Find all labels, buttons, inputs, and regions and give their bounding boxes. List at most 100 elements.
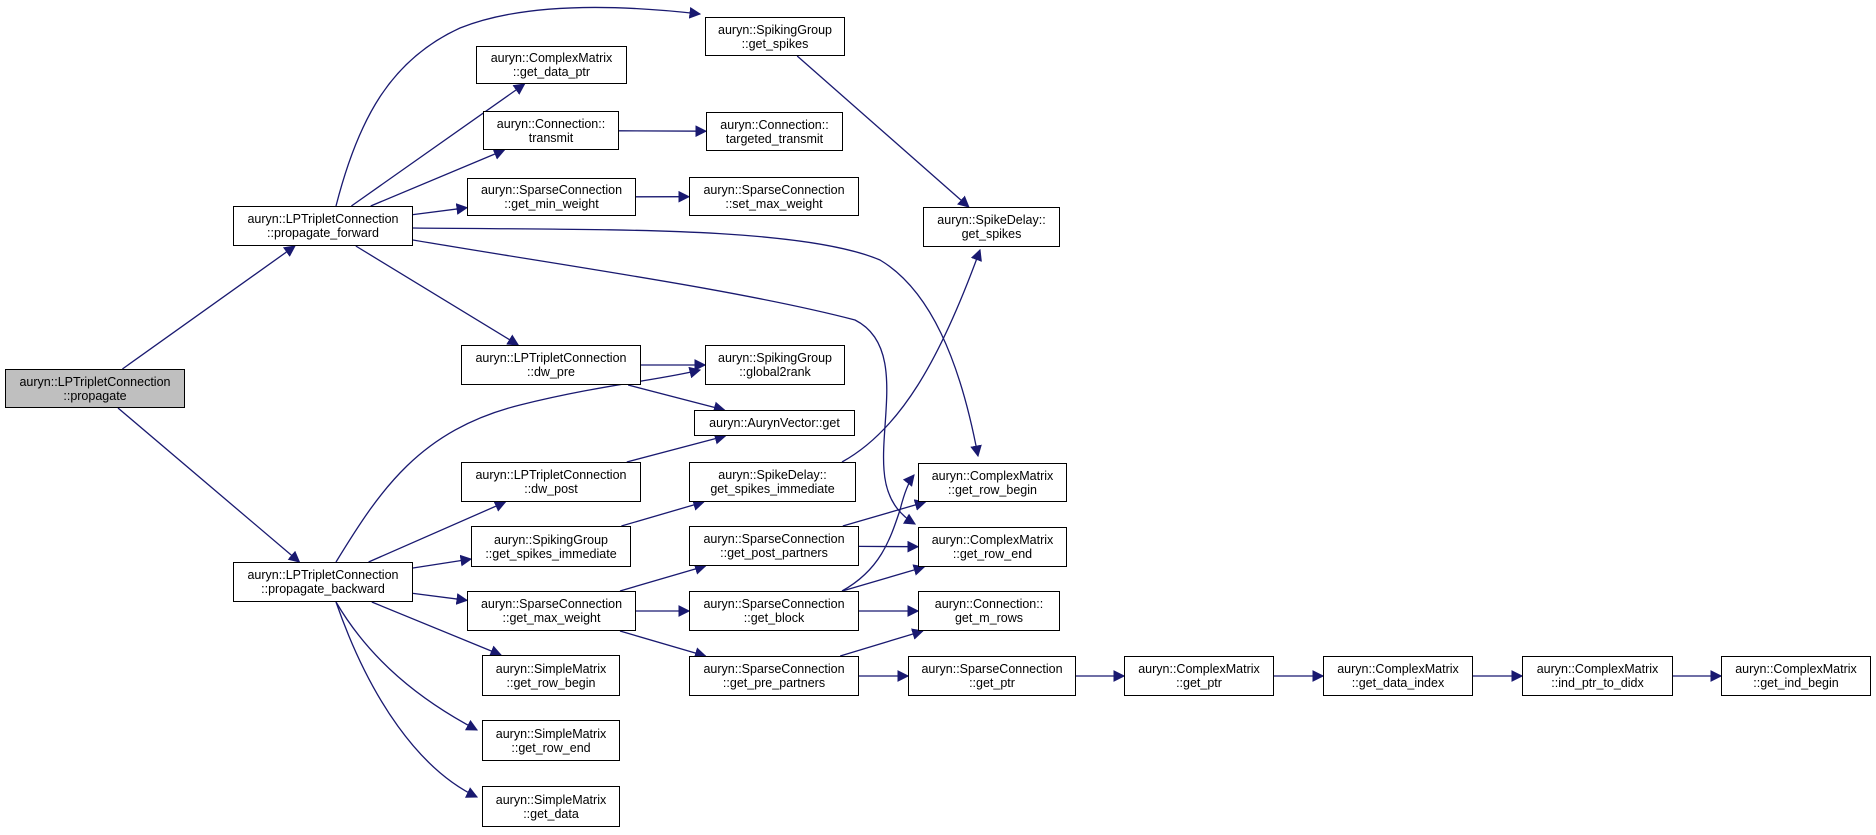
node-label-line: ::get_data_ptr <box>512 65 591 79</box>
node-sc-get-min-weight[interactable]: auryn::SparseConnection::get_min_weight <box>467 178 636 216</box>
node-label-line: auryn::LPTripletConnection <box>19 374 171 389</box>
node-lp-dw-pre[interactable]: auryn::LPTripletConnection::dw_pre <box>461 345 641 385</box>
node-cm-get-ptr[interactable]: auryn::ComplexMatrix::get_ptr <box>1124 656 1274 696</box>
node-propagate: auryn::LPTripletConnection::propagate <box>5 369 185 408</box>
node-label-line: auryn::SpikeDelay:: <box>937 213 1046 227</box>
node-label-line: auryn::SparseConnection <box>480 183 623 197</box>
node-label-line: get_spikes_immediate <box>710 482 835 496</box>
node-label-line: auryn::Connection:: <box>496 116 606 131</box>
edge-propagate-to-propagate_backward <box>117 407 301 563</box>
node-cm-get-row-begin[interactable]: auryn::ComplexMatrix::get_row_begin <box>918 463 1067 502</box>
node-sc-get-ptr[interactable]: auryn::SparseConnection::get_ptr <box>908 656 1076 696</box>
node-label-line: ::ind_ptr_to_didx <box>1551 676 1644 690</box>
node-label-line: auryn::ComplexMatrix <box>1536 662 1659 676</box>
node-label-line: auryn::SpikingGroup <box>718 351 832 365</box>
node-label-line: ::get_data <box>523 806 579 821</box>
node-conn-get-m-rows[interactable]: auryn::Connection::get_m_rows <box>918 591 1060 631</box>
node-propagate-backward[interactable]: auryn::LPTripletConnection::propagate_ba… <box>233 562 413 602</box>
node-label-line: ::get_row_begin <box>506 675 596 690</box>
node-label-line: auryn::AurynVector::get <box>709 416 840 430</box>
node-sm-get-data[interactable]: auryn::SimpleMatrix::get_data <box>482 786 620 827</box>
edge-propagate_forward-to-sc_get_min_weight <box>412 203 469 216</box>
node-label-line: ::set_max_weight <box>725 196 823 211</box>
node-label-line: ::get_row_begin <box>948 482 1037 497</box>
node-label-line: auryn::ComplexMatrix <box>1138 662 1260 676</box>
node-av-get[interactable]: auryn::AurynVector::get <box>694 410 855 436</box>
edge-sg_get_spikes-to-sd_get_spikes <box>796 55 970 208</box>
edge-sc_get_block-to-cm_get_row_begin <box>841 474 915 592</box>
node-label-line: auryn::SparseConnection <box>703 182 845 197</box>
node-label-line: transmit <box>528 130 574 145</box>
node-label-line: ::get_post_partners <box>720 546 828 560</box>
edge-sd_get_spikes_immediate-to-sd_get_spikes <box>841 248 982 463</box>
node-propagate-forward[interactable]: auryn::LPTripletConnection::propagate_fo… <box>233 206 413 246</box>
edge-sc_get_max_weight-to-sc_get_pre_partners <box>619 630 707 659</box>
node-sg-get-spikes[interactable]: auryn::SpikingGroup::get_spikes <box>705 17 845 56</box>
node-label-line: auryn::ComplexMatrix <box>931 468 1054 483</box>
edge-sc_get_block-to-cm_get_row_end <box>842 564 926 592</box>
node-label-line: ::get_min_weight <box>504 197 599 211</box>
node-label-line: auryn::ComplexMatrix <box>931 533 1054 547</box>
edge-propagate_backward-to-sm_get_row_begin <box>371 601 503 657</box>
node-label-line: auryn::SpikingGroup <box>718 22 832 37</box>
node-label-line: ::dw_pre <box>527 365 575 379</box>
node-cm-get-row-end[interactable]: auryn::ComplexMatrix::get_row_end <box>918 527 1067 567</box>
edge-lp_dw_post-to-av_get <box>626 433 727 463</box>
node-label-line: auryn::Connection:: <box>720 117 829 132</box>
edge-propagate_backward-to-sm_get_row_end <box>335 601 479 731</box>
edge-propagate_backward-to-sm_get_data <box>335 601 479 798</box>
node-label-line: auryn::ComplexMatrix <box>1337 662 1459 676</box>
edge-propagate_forward-to-sg_get_spikes <box>335 6 702 207</box>
node-label-line: ::propagate_forward <box>267 226 379 240</box>
node-sd-get-spikes[interactable]: auryn::SpikeDelay::get_spikes <box>923 207 1060 247</box>
node-sc-get-block[interactable]: auryn::SparseConnection::get_block <box>689 591 859 631</box>
edge-propagate_forward-to-lp_dw_pre <box>355 245 520 346</box>
node-label-line: ::get_spikes_immediate <box>485 546 617 561</box>
node-label-line: auryn::SimpleMatrix <box>495 661 607 676</box>
node-conn-targeted-transmit[interactable]: auryn::Connection::targeted_transmit <box>706 112 843 151</box>
node-sm-get-row-end[interactable]: auryn::SimpleMatrix::get_row_end <box>482 720 620 761</box>
node-label-line: ::get_ptr <box>1176 676 1222 690</box>
node-label-line: auryn::LPTripletConnection <box>247 568 399 582</box>
edge-sc_get_pre_partners-to-conn_get_m_rows <box>840 628 924 657</box>
node-cm-get-ind-begin[interactable]: auryn::ComplexMatrix::get_ind_begin <box>1721 656 1871 696</box>
node-sm-get-row-begin[interactable]: auryn::SimpleMatrix::get_row_begin <box>482 655 620 696</box>
node-label-line: targeted_transmit <box>725 131 824 146</box>
node-cm-get-data-ptr[interactable]: auryn::ComplexMatrix::get_data_ptr <box>476 46 627 84</box>
node-label-line: auryn::ComplexMatrix <box>1735 662 1857 676</box>
edge-propagate_forward-to-conn_transmit <box>370 148 506 207</box>
node-sc-get-post-partners[interactable]: auryn::SparseConnection::get_post_partne… <box>689 526 859 566</box>
node-sc-get-max-weight[interactable]: auryn::SparseConnection::get_max_weight <box>467 591 636 631</box>
node-label-line: auryn::Connection:: <box>934 597 1044 611</box>
node-label-line: ::get_row_end <box>511 740 591 755</box>
node-sc-get-pre-partners[interactable]: auryn::SparseConnection::get_pre_partner… <box>689 656 859 696</box>
node-label-line: auryn::SimpleMatrix <box>495 726 607 741</box>
node-sd-get-spikes-immediate[interactable]: auryn::SpikeDelay::get_spikes_immediate <box>689 462 856 502</box>
node-lp-dw-post[interactable]: auryn::LPTripletConnection::dw_post <box>461 462 641 502</box>
edge-sc_get_max_weight-to-sc_get_post_partners <box>619 563 707 592</box>
node-label-line: ::get_block <box>743 611 805 625</box>
node-label-line: ::propagate_backward <box>261 582 385 596</box>
node-label-line: auryn::SparseConnection <box>703 662 845 676</box>
node-label-line: auryn::ComplexMatrix <box>490 51 613 65</box>
node-conn-transmit[interactable]: auryn::Connection::transmit <box>483 111 619 150</box>
node-label-line: ::get_max_weight <box>502 611 601 625</box>
node-label-line: get_spikes <box>961 227 1022 241</box>
edge-propagate-to-propagate_forward <box>122 245 296 370</box>
edge-sc_get_post_partners-to-cm_get_row_begin <box>842 499 927 527</box>
node-label-line: ::propagate <box>63 388 127 403</box>
edge-lp_dw_pre-to-av_get <box>627 384 726 414</box>
node-cm-ind-ptr-to-didx[interactable]: auryn::ComplexMatrix::ind_ptr_to_didx <box>1522 656 1673 696</box>
node-label-line: get_m_rows <box>954 611 1024 625</box>
node-sc-set-max-weight[interactable]: auryn::SparseConnection::set_max_weight <box>689 177 859 216</box>
edge-propagate_forward-to-cm_get_row_begin <box>412 227 982 458</box>
node-sg-get-spikes-immediate[interactable]: auryn::SpikingGroup::get_spikes_immediat… <box>471 526 631 567</box>
node-label-line: auryn::LPTripletConnection <box>475 351 627 365</box>
node-label-line: ::global2rank <box>739 365 811 379</box>
node-cm-get-data-index[interactable]: auryn::ComplexMatrix::get_data_index <box>1323 656 1473 696</box>
edge-propagate_backward-to-sg_global2rank <box>335 366 702 563</box>
node-sg-global2rank[interactable]: auryn::SpikingGroup::global2rank <box>705 345 845 385</box>
node-label-line: auryn::SparseConnection <box>703 532 845 546</box>
edge-propagate_forward-to-cm_get_row_end <box>412 239 917 525</box>
node-label-line: auryn::SparseConnection <box>703 597 845 611</box>
